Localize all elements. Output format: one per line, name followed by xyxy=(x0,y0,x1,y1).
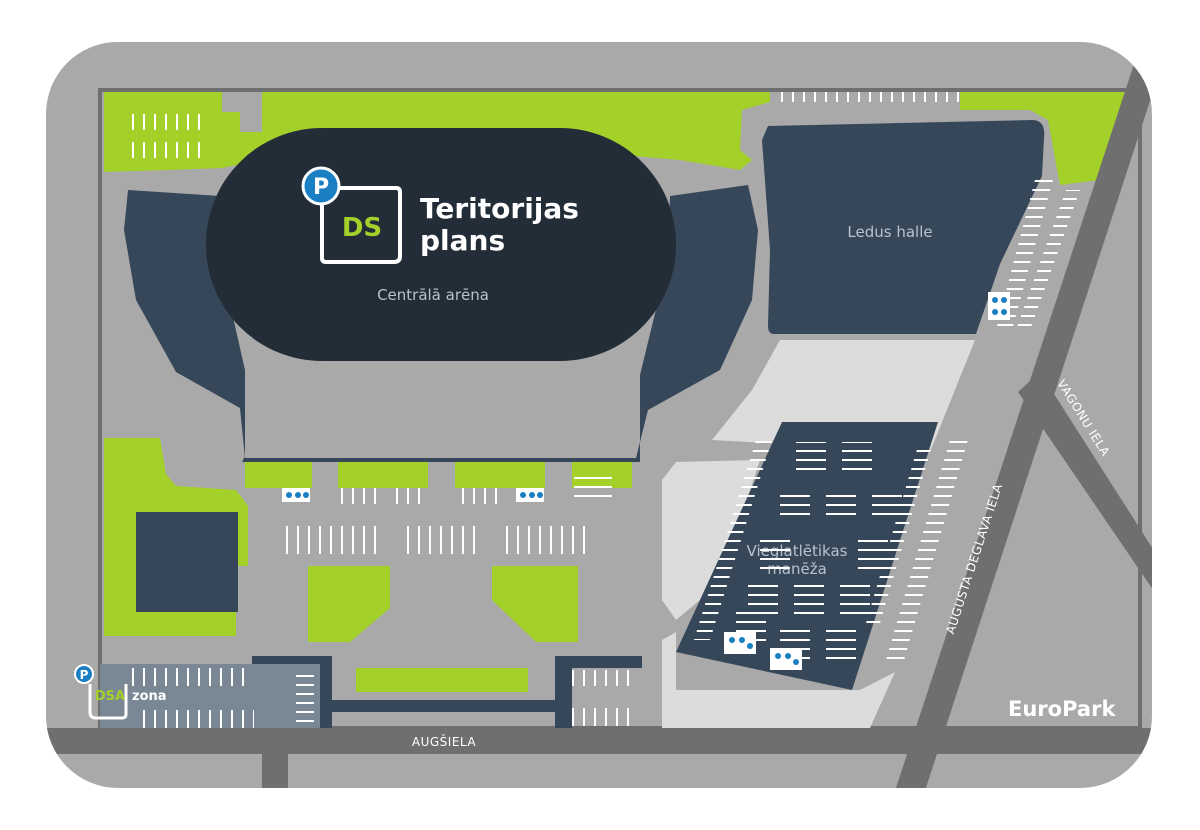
dsa-parking-icon xyxy=(74,664,94,684)
title-line1: Teritorijas xyxy=(420,192,579,225)
west-building xyxy=(136,512,238,612)
ds-badge-text: DS xyxy=(342,213,382,243)
ice-hall-label: Ledus halle xyxy=(847,223,932,241)
dsa-parking-letter: P xyxy=(80,668,89,682)
road-vagonu xyxy=(1018,372,1152,600)
brand-p: P xyxy=(1062,697,1077,721)
parking-icon xyxy=(301,166,341,206)
europark-logo: EuroPark xyxy=(1008,697,1116,721)
road-south-spur xyxy=(262,754,288,788)
title-line2: plans xyxy=(420,224,505,257)
dsa-zone-label: zona xyxy=(132,689,167,704)
ice-hall: Ledus halle xyxy=(762,120,1045,334)
south-structures xyxy=(252,656,642,728)
svg-text:EuroPark: EuroPark xyxy=(1008,697,1116,721)
dsa-badge-text: DSA xyxy=(95,689,125,704)
parking-stalls xyxy=(132,92,1080,726)
brand-part2: ark xyxy=(1077,697,1117,721)
central-arena-label: Centrālā arēna xyxy=(377,286,489,304)
brand-part1: Euro xyxy=(1008,697,1062,721)
roads xyxy=(46,58,1152,788)
road-deglava xyxy=(892,58,1152,788)
map-frame: Centrālā arēna DS P Teritorijas plans Le… xyxy=(46,42,1152,788)
street-label-augsiela: AUGŠIELA xyxy=(412,734,476,749)
road-augsiela xyxy=(46,728,1152,754)
title-block: DS P Teritorijas plans xyxy=(301,166,579,264)
dsa-zone: DSA zona P xyxy=(74,664,320,728)
parking-letter: P xyxy=(313,175,329,200)
